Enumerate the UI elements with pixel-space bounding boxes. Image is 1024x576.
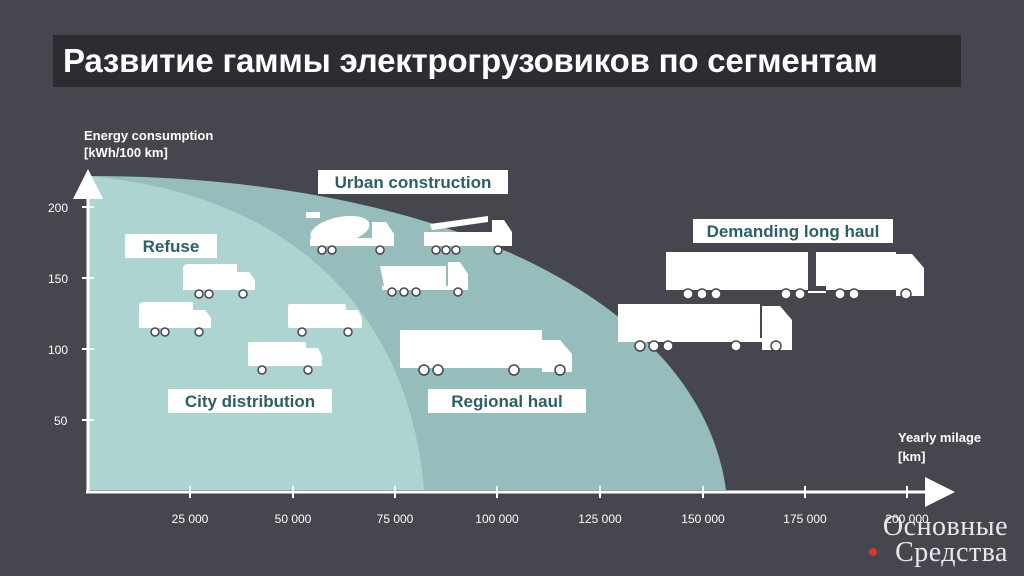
concrete-mixer-icon [306,212,394,255]
long-haul-label: Demanding long haul [707,222,880,241]
y-axis-label: Energy consumption [84,128,213,143]
regional-haul-label: Regional haul [451,392,562,411]
y-axis-unit: [kWh/100 km] [84,145,168,160]
road-train-icon [666,252,924,300]
x-tick-label: 125 000 [578,512,622,526]
page-title: Развитие гаммы электрогрузовиков по сегм… [63,42,878,79]
x-tick-label: 75 000 [377,512,414,526]
watermark-line2: Средства [895,537,1008,568]
urban-construction-label-box [318,170,508,194]
watermark-line1: Основные [882,511,1008,542]
long-haul-label-box [693,219,893,243]
y-tick-label: 100 [48,343,68,357]
city-distribution-label: City distribution [185,392,315,411]
y-tick-label: 150 [48,272,68,286]
x-tick-label: 175 000 [783,512,827,526]
x-tick-label: 25 000 [172,512,209,526]
urban-construction-label: Urban construction [335,173,492,192]
x-tick-label: 200 000 [885,512,929,526]
regional-truck-icon [400,330,572,376]
y-axis-ticks [82,206,94,421]
x-axis-label: Yearly milage [898,430,981,445]
long-haul-truck-icon [618,304,792,352]
x-tick-label: 100 000 [475,512,519,526]
x-tick-label: 150 000 [681,512,725,526]
watermark-logo: Основные Средства [868,511,1008,568]
refuse-label: Refuse [143,237,200,256]
y-tick-label: 200 [48,201,68,215]
x-axis-ticks [189,486,908,498]
x-tick-label: 50 000 [275,512,312,526]
refuse-label-box [125,234,217,258]
x-axis-unit: [km] [898,449,925,464]
regional-haul-label-box [428,389,586,413]
city-distribution-label-box [168,389,332,413]
crane-truck-icon [424,216,512,255]
red-dot-icon [868,548,877,556]
dump-truck-icon [380,262,468,297]
title-bar: Развитие гаммы электрогрузовиков по сегм… [53,35,961,87]
y-tick-label: 50 [54,414,68,428]
